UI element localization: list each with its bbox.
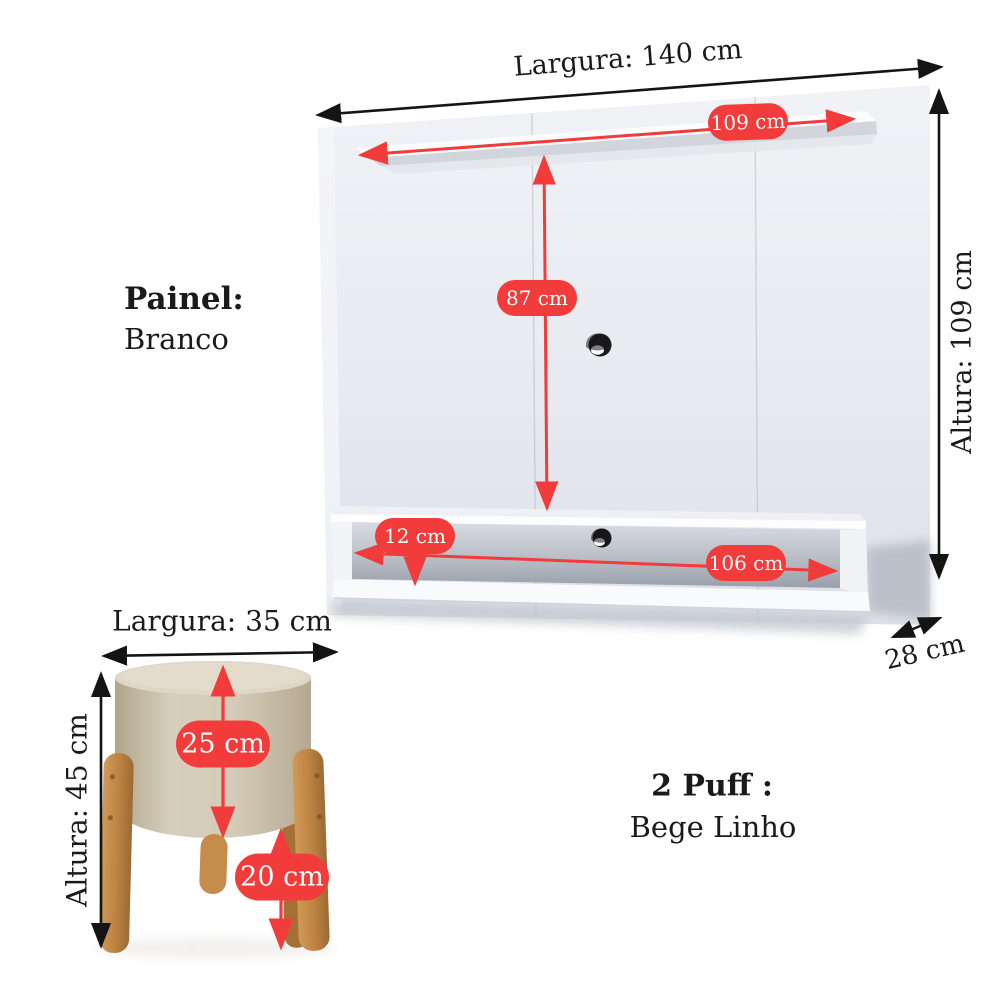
bench-shadow <box>865 540 930 620</box>
shelf-to-bench-badge: 87 cm <box>497 280 577 316</box>
puff-leg <box>99 752 134 953</box>
cable-hole-icon <box>586 333 612 357</box>
leg-height-badge: 20 cm <box>235 853 329 901</box>
seat-height-badge: 25 cm <box>176 720 270 768</box>
puff-width-label: Largura: 35 cm <box>112 604 332 638</box>
panel-back <box>318 85 930 625</box>
puff-color-label: Bege Linho <box>629 809 797 844</box>
puff-title-label: 2 Puff : <box>651 768 773 804</box>
arrow-panel-width <box>315 58 944 124</box>
panel-title-label: Painel: <box>124 281 244 317</box>
bench-top-lip <box>331 514 866 529</box>
puff-leg <box>199 833 228 895</box>
bench-bottom <box>332 579 870 612</box>
panel-left-highlight <box>318 127 342 615</box>
niche-width-badge: 106 cm <box>706 545 786 581</box>
arrow-panel-depth <box>890 616 943 639</box>
bench-top <box>331 506 866 521</box>
puff <box>90 642 339 958</box>
bench-left-frame <box>331 522 352 579</box>
bench-right-frame <box>840 529 868 598</box>
puff-height-label: Altura: 45 cm <box>60 713 94 907</box>
arrow-shelf-to-bench <box>532 154 559 512</box>
bench-shadow <box>330 600 868 634</box>
arrow-puff-width <box>101 642 339 666</box>
panel-height-label: Altura: 109 cm <box>946 250 978 454</box>
panel-color-label: Branco <box>124 322 229 356</box>
niche-height-badge: 12 cm <box>375 518 455 554</box>
shelf-width-badge: 109 cm <box>707 102 789 142</box>
